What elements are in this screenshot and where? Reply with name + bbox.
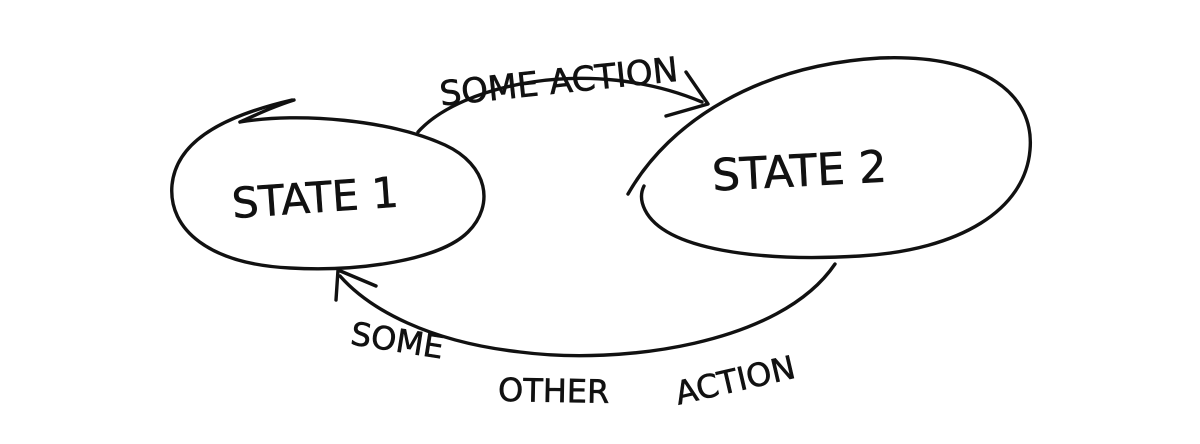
state-2-node: STATE 2 bbox=[626, 56, 1032, 260]
transition-1-label: SOME ACTION bbox=[438, 50, 680, 115]
state-2-ellipse bbox=[626, 56, 1032, 260]
state-1-node: STATE 1 bbox=[170, 98, 486, 271]
transition-some-action: SOME ACTION bbox=[416, 50, 710, 134]
state-1-label: STATE 1 bbox=[230, 168, 400, 229]
state-1-ellipse-overstroke bbox=[238, 98, 296, 124]
state-1-ellipse bbox=[170, 98, 486, 271]
arrow-top-curve bbox=[416, 76, 704, 134]
transition-2-label-part-2: OTHER bbox=[498, 371, 610, 411]
state-2-label: STATE 2 bbox=[711, 142, 888, 202]
arrow-bottom-head bbox=[334, 268, 378, 302]
arrow-top-head bbox=[664, 70, 710, 118]
arrow-bottom-curve bbox=[338, 262, 837, 358]
transition-2-label-part-1: SOME bbox=[348, 314, 446, 366]
transition-2-label-part-3: ACTION bbox=[671, 348, 798, 412]
transition-some-other-action: SOME OTHER ACTION bbox=[334, 262, 837, 413]
